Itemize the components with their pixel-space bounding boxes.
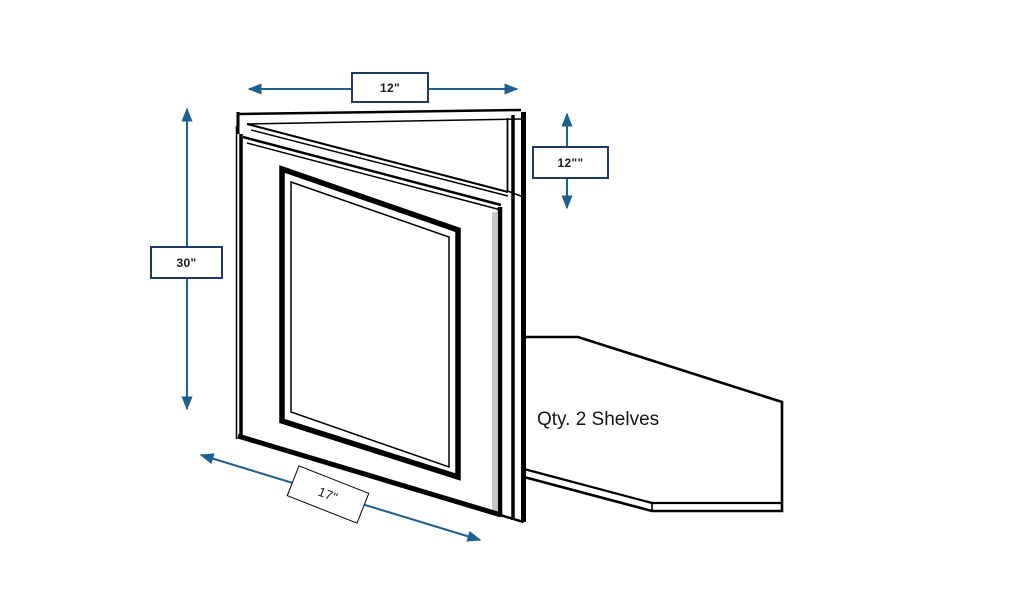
height-value: 30": [176, 255, 197, 270]
dimension-label-top-width: 12": [351, 72, 429, 103]
shelf-quantity-note: Qty. 2 Shelves: [537, 409, 660, 430]
door-panel-drawing: [279, 165, 461, 481]
side-depth-value: 12"": [557, 155, 584, 170]
dimension-label-side-depth: 12"": [532, 146, 609, 179]
top-width-value: 12": [380, 80, 400, 95]
dimension-label-height: 30": [150, 246, 223, 279]
cabinet-body-drawing: [235, 108, 526, 524]
bottom-diagonal-value: 17": [315, 483, 341, 506]
